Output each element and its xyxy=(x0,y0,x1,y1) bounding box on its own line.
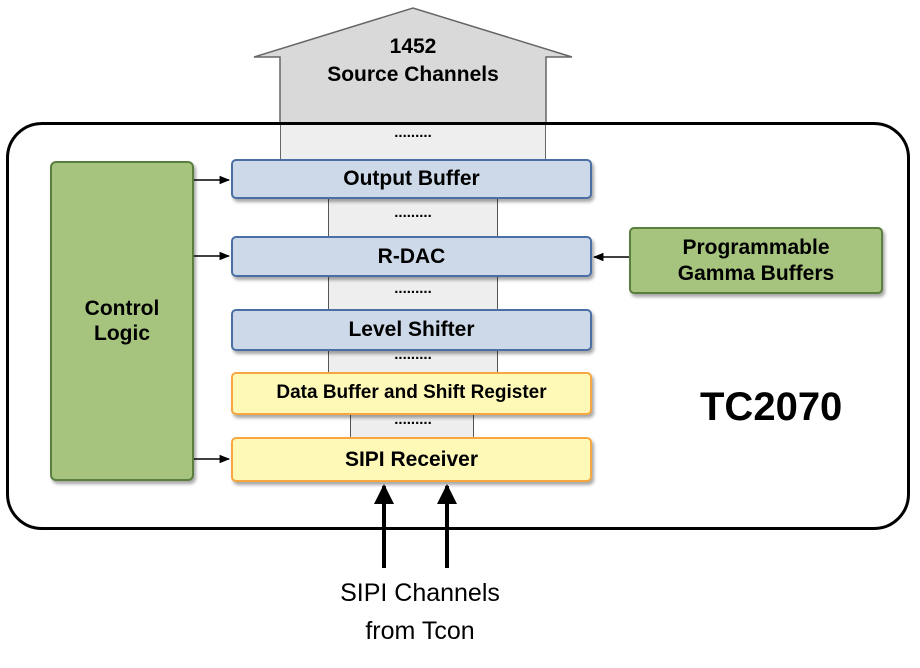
sipi-input-line1: SIPI Channels xyxy=(340,579,500,607)
output-buffer-label: Output Buffer xyxy=(343,167,480,191)
control-logic-block: Control Logic xyxy=(50,161,194,481)
source-channels-label: 1452 Source Channels xyxy=(290,33,536,90)
gamma-buffers-block: Programmable Gamma Buffers xyxy=(629,227,883,294)
sipi-receiver-label: SIPI Receiver xyxy=(344,447,479,471)
output-buffer-block: Output Buffer xyxy=(231,159,592,199)
gamma-buffers-label: Programmable Gamma Buffers xyxy=(677,236,835,285)
source-channels-text: Source Channels xyxy=(327,63,499,87)
data-buffer-block: Data Buffer and Shift Register xyxy=(231,372,592,415)
r-dac-block: R-DAC xyxy=(231,236,592,277)
sipi-input-line2: from Tcon xyxy=(365,616,475,645)
r-dac-label: R-DAC xyxy=(377,244,446,268)
bus-dots-1: ......... xyxy=(394,204,432,221)
bus-segment-4 xyxy=(350,414,474,438)
bus-segment-top xyxy=(280,125,546,160)
bus-dots-top: ......... xyxy=(394,124,432,141)
bus-segment-1 xyxy=(328,198,498,236)
bus-segment-2 xyxy=(328,276,498,310)
level-shifter-block: Level Shifter xyxy=(231,309,592,351)
bus-dots-2: ......... xyxy=(394,280,432,297)
chip-name: TC2070 xyxy=(700,385,843,429)
source-channels-count: 1452 xyxy=(389,35,437,58)
sipi-input-label: SIPI Channels from Tcon xyxy=(300,575,540,650)
bus-dots-4: ......... xyxy=(394,411,432,428)
bus-segment-3 xyxy=(328,350,498,374)
sipi-receiver-block: SIPI Receiver xyxy=(231,437,592,482)
data-buffer-label: Data Buffer and Shift Register xyxy=(276,382,547,404)
control-logic-label: Control Logic xyxy=(84,296,160,345)
level-shifter-label: Level Shifter xyxy=(348,318,475,342)
